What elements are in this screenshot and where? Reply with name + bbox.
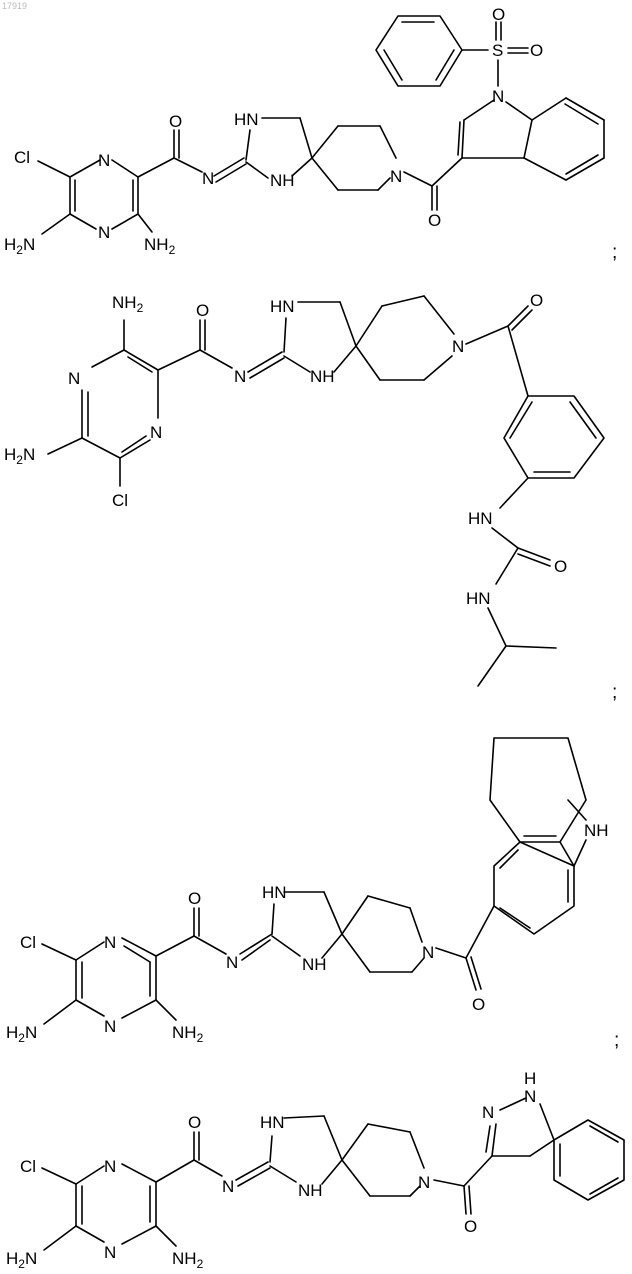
atom-n: N	[234, 367, 246, 386]
atom-n: N	[202, 169, 214, 188]
structure-2: NH2 N N H2N Cl O N HN NH	[4, 291, 617, 703]
atom-n: N	[150, 423, 162, 442]
separator: ;	[614, 1030, 619, 1051]
atom-o: O	[428, 211, 441, 230]
atom-nh: NH	[584, 821, 609, 840]
atom-n: N	[226, 953, 238, 972]
atom-hn: HN	[262, 883, 287, 902]
atom-o: O	[530, 41, 543, 60]
atom-n: N	[104, 1157, 116, 1176]
atom-n: N	[452, 337, 464, 356]
atom-hn: HN	[234, 110, 259, 129]
atom-s: S	[492, 41, 503, 60]
atom-n: N	[98, 151, 110, 170]
structure-1: N N Cl H2N NH2 O N HN NH N	[4, 5, 617, 263]
atom-h2n: H2N	[4, 235, 35, 257]
atom-cl: Cl	[112, 491, 128, 510]
atom-o: O	[472, 995, 485, 1014]
atom-o: O	[554, 557, 567, 576]
atom-h2n: H2N	[6, 1249, 37, 1271]
atom-cl: Cl	[20, 933, 36, 952]
atom-hn: HN	[270, 297, 295, 316]
atom-cl: Cl	[14, 148, 30, 167]
atom-hn: HN	[468, 509, 493, 528]
page-id: 17919	[2, 1, 27, 11]
atom-o: O	[464, 1217, 477, 1236]
atom-h: H	[524, 1069, 536, 1088]
atom-o: O	[196, 301, 209, 320]
atom-n: N	[104, 1243, 116, 1262]
pyrazine-ring-1	[70, 160, 138, 229]
atom-o: O	[188, 889, 201, 908]
atom-o: O	[530, 291, 543, 310]
atom-nh: NH	[310, 367, 335, 386]
atom-nh: NH	[270, 171, 295, 190]
atom-o: O	[492, 5, 505, 24]
separator: ;	[612, 242, 617, 263]
atom-n: N	[68, 369, 80, 388]
atom-nh: NH	[302, 955, 327, 974]
atom-nh2: NH2	[112, 293, 144, 315]
atom-nh2: NH2	[172, 1023, 204, 1045]
atom-hn: HN	[466, 589, 491, 608]
atom-n: N	[104, 933, 116, 952]
atom-h2n: H2N	[4, 445, 35, 467]
atom-h2n: H2N	[6, 1023, 37, 1045]
atom-nh: NH	[298, 1181, 323, 1200]
atom-nh2: NH2	[144, 235, 176, 257]
atom-nh: N	[524, 1087, 536, 1106]
separator: ;	[612, 682, 617, 703]
atom-n: N	[98, 223, 110, 242]
atom-n: N	[418, 1173, 430, 1192]
atom-o: O	[169, 112, 182, 131]
structure-3: NH O N HN NH N O	[6, 738, 619, 1051]
structure-4: N N Cl H2N NH2 O N HN NH	[6, 1069, 624, 1271]
atom-n: N	[482, 1103, 494, 1122]
atom-o: O	[188, 1113, 201, 1132]
atom-hn: HN	[260, 1113, 285, 1132]
atom-cl: Cl	[20, 1157, 36, 1176]
atom-n: N	[104, 1017, 116, 1036]
atom-nh2: NH2	[172, 1249, 204, 1271]
atom-n: N	[390, 167, 402, 186]
atom-n: N	[492, 87, 504, 106]
atom-n: N	[222, 1177, 234, 1196]
